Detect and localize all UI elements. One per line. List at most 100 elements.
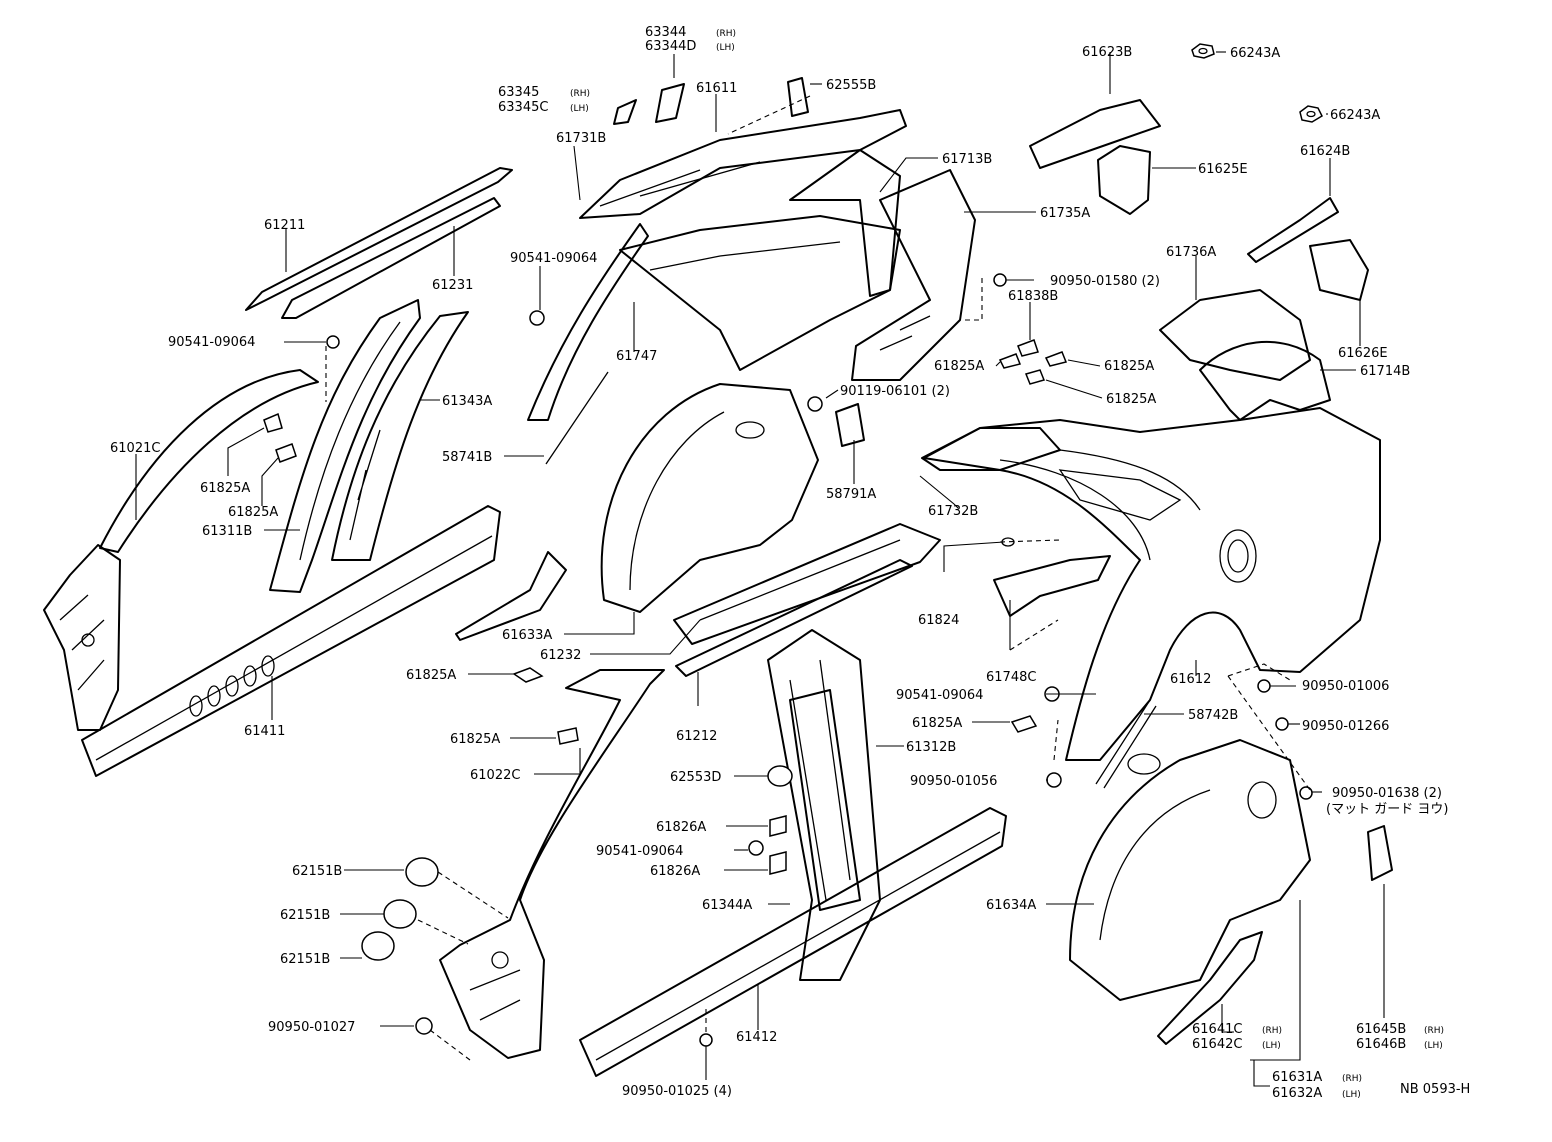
label-90950-01638-note: (マット ガード ヨウ) (1326, 802, 1448, 817)
label-61645b-side: (RH) (1424, 1026, 1444, 1036)
label-61824: 61824 (918, 613, 959, 628)
label-61646b: 61646B (1356, 1037, 1406, 1052)
weatherstrip-58742b-part (1095, 699, 1157, 789)
label-61825a-left-2: 61825A (228, 505, 278, 520)
center-pillar-outer-part (269, 299, 421, 593)
patch-61826a-2-part (769, 851, 787, 875)
label-61747: 61747 (616, 349, 657, 364)
label-61232: 61232 (540, 648, 581, 663)
rocker-rear-part (579, 807, 1007, 1077)
label-61632a-side: (LH) (1342, 1090, 1361, 1100)
label-61411: 61411 (244, 724, 285, 739)
inner-panel-61713b-part (789, 149, 901, 297)
inner-quarter-panel-part (619, 215, 901, 371)
label-62151b-1: 62151B (292, 864, 342, 879)
label-61021c: 61021C (110, 441, 160, 456)
inner-panel-61714b-part (1199, 340, 1331, 421)
extension-61633a-part (455, 551, 567, 641)
label-58791a: 58791A (826, 487, 876, 502)
label-66243a-1: 66243A (1230, 46, 1280, 61)
label-61735a: 61735A (1040, 206, 1090, 221)
label-90950-01056: 90950-01056 (910, 774, 997, 789)
label-61825a-mid-2: 61825A (450, 732, 500, 747)
grommet-90541-b-part (529, 310, 545, 326)
grommet-90541-d-part (748, 840, 764, 856)
label-61838b: 61838B (1008, 289, 1058, 304)
label-90950-01638: 90950-01638 (2) (1332, 786, 1442, 801)
label-63345c-side: (LH) (570, 104, 589, 114)
patch-61825a-4-part (557, 727, 579, 745)
label-61731b: 61731B (556, 131, 606, 146)
label-61826a-1: 61826A (656, 820, 706, 835)
inner-panel-61736a-part (1159, 289, 1311, 381)
label-61623b: 61623B (1082, 45, 1132, 60)
label-90541-09064-a: 90541-09064 (510, 251, 597, 266)
footer-code: NB 0593-H (1400, 1082, 1470, 1097)
label-61312b: 61312B (906, 740, 956, 755)
patch-61826a-1-part (769, 815, 787, 837)
label-61825a-mid-1: 61825A (406, 668, 456, 683)
label-63344d-side: (LH) (716, 43, 735, 53)
label-63344d: 63344D (645, 39, 696, 54)
plug-90950-01638-part (1299, 786, 1313, 800)
label-90950-01580: 90950-01580 (2) (1050, 274, 1160, 289)
label-63344-side: (RH) (716, 29, 736, 39)
plug-90950-01027-part (415, 1017, 433, 1035)
rear-bracket-61624b-part (1247, 197, 1339, 263)
quarter-panel-outer-part (923, 407, 1381, 761)
label-61641c: 61641C (1192, 1022, 1242, 1037)
grommet-90541-a-part (326, 335, 340, 349)
callout-labels: 63344 (RH) 63344D (LH) 63345 (RH) 63345C… (110, 25, 1470, 1101)
rear-bracket-61623b-part (1029, 99, 1161, 169)
rear-pillar-outer-part (439, 669, 665, 1059)
label-90541-09064-d: 90541-09064 (596, 844, 683, 859)
patch-61825a-8-part (1024, 369, 1046, 385)
wheel-house-inner-part (600, 383, 819, 613)
rear-bracket-61625e-part (1097, 145, 1151, 215)
pad-62151b-1-part (405, 857, 439, 887)
rear-bracket-61626e-part (1309, 239, 1369, 301)
label-61212: 61212 (676, 729, 717, 744)
label-61634a: 61634A (986, 898, 1036, 913)
roof-inner-rail-61212-part (675, 559, 913, 677)
bracket-61645b-part (1367, 825, 1393, 881)
label-63345: 63345 (498, 85, 539, 100)
patch-61825a-3-part (512, 667, 544, 683)
label-61825a-mid-3: 61825A (912, 716, 962, 731)
patch-61825a-7-part (1044, 351, 1068, 367)
plug-90950-01580-part (993, 273, 1007, 287)
gusset-61748c-part (993, 555, 1111, 617)
patch-61825a-1-part (263, 412, 283, 433)
label-61633a: 61633A (502, 628, 552, 643)
leader-lines (135, 51, 1385, 1087)
roof-rail-inner-part (281, 197, 501, 319)
label-61624b: 61624B (1300, 144, 1350, 159)
label-66243a-2: 66243A (1330, 108, 1380, 123)
pad-62151b-2-part (383, 899, 417, 929)
label-61626e: 61626E (1338, 346, 1388, 361)
plug-90950-01266-part (1275, 717, 1289, 731)
label-61344a: 61344A (702, 898, 752, 913)
panel-61732b-part (921, 427, 1061, 471)
label-58742b: 58742B (1188, 708, 1238, 723)
plug-90950-01025-part (699, 1033, 713, 1047)
label-61343a: 61343A (442, 394, 492, 409)
roof-side-rail-part (245, 167, 513, 311)
label-90950-01006: 90950-01006 (1302, 679, 1389, 694)
label-90119-06101: 90119-06101 (2) (840, 384, 950, 399)
label-62151b-2: 62151B (280, 908, 330, 923)
label-61713b: 61713B (942, 152, 992, 167)
label-61748c: 61748C (986, 670, 1036, 685)
weatherstrip-58741b-part (545, 371, 609, 465)
pad-62555b-part (787, 77, 809, 117)
pad-62553d-part (767, 765, 793, 787)
center-pillar-rear-part (767, 629, 881, 981)
label-61826a-2: 61826A (650, 864, 700, 879)
bracket-58791a-part (835, 403, 865, 447)
quarter-upper-panel-part (579, 109, 907, 219)
label-62555b: 62555B (826, 78, 876, 93)
rear-wheel-house-part (1069, 739, 1311, 1001)
label-90541-09064-c: 90541-09064 (896, 688, 983, 703)
label-61642c-side: (LH) (1262, 1041, 1281, 1051)
